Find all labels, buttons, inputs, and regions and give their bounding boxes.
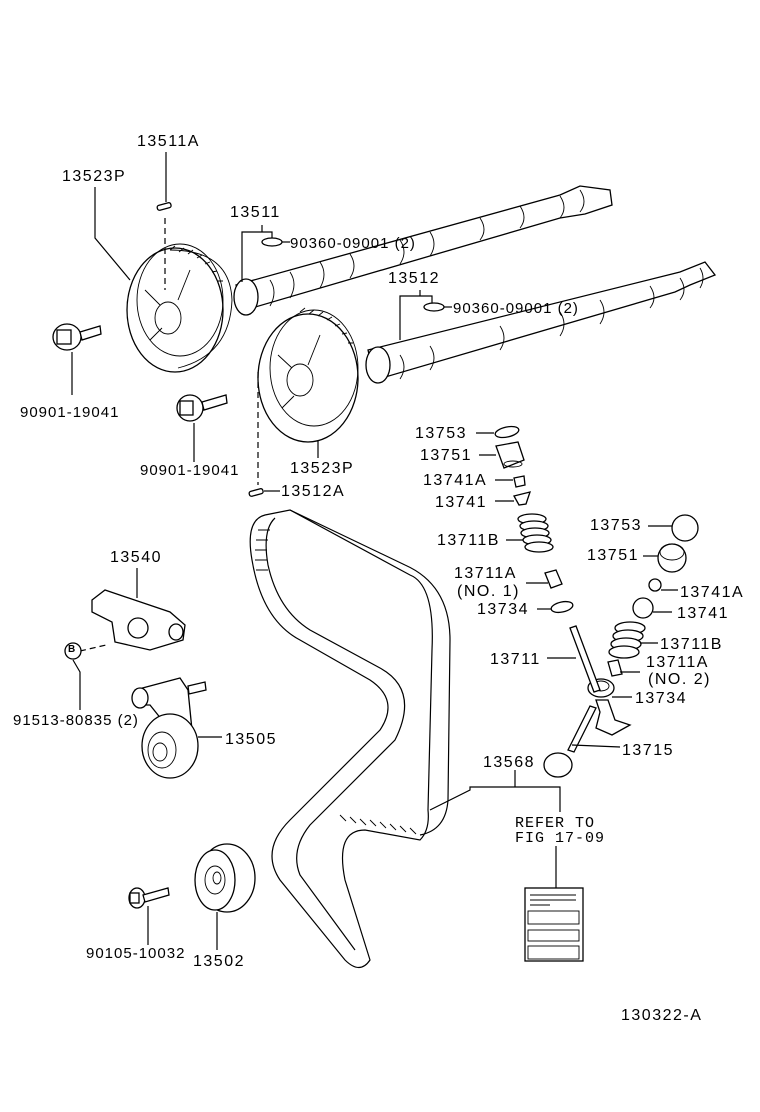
label-91513-80835[interactable]: 91513-80835 (2) <box>13 712 139 729</box>
cam-pulley-upper[interactable] <box>126 243 233 373</box>
label-13715[interactable]: 13715 <box>622 742 674 759</box>
shim-13753-a <box>494 425 520 439</box>
figure-code: 130322-A <box>621 1007 703 1024</box>
label-13741A-b[interactable]: 13741A <box>680 584 745 601</box>
valve-13715[interactable] <box>543 705 597 778</box>
pin-13512A <box>248 488 264 497</box>
label-90105-10032[interactable]: 90105-10032 <box>86 945 186 962</box>
label-13711A-no2[interactable]: 13711A <box>646 654 709 671</box>
label-13753-a[interactable]: 13753 <box>415 425 467 442</box>
label-13711A-no1-note: (NO. 1) <box>457 583 520 600</box>
label-13711[interactable]: 13711 <box>490 651 541 668</box>
tensioner-13540[interactable] <box>91 589 186 651</box>
label-13512A[interactable]: 13512A <box>281 483 346 500</box>
spring-13711B-a[interactable] <box>517 513 554 553</box>
label-13753-b[interactable]: 13753 <box>590 517 642 534</box>
retainer-13741-a <box>513 491 531 506</box>
label-13711A-no1[interactable]: 13711A <box>454 565 517 582</box>
label-13523P-upper[interactable]: 13523P <box>62 168 127 185</box>
label-13512[interactable]: 13512 <box>388 270 440 287</box>
label-13734-a[interactable]: 13734 <box>477 601 529 618</box>
timing-belt-13568[interactable] <box>249 509 451 969</box>
label-13568[interactable]: 13568 <box>483 754 535 771</box>
camshaft-13512[interactable] <box>365 261 717 384</box>
label-13505[interactable]: 13505 <box>225 731 277 748</box>
retainer-13741-b <box>632 597 654 619</box>
bolt-90901-left[interactable] <box>52 323 102 351</box>
label-13511[interactable]: 13511 <box>230 204 281 221</box>
label-13741A-a[interactable]: 13741A <box>423 472 488 489</box>
label-13523P-lower[interactable]: 13523P <box>290 460 355 477</box>
seat-13734-a <box>550 600 574 614</box>
lifter-13751-b[interactable] <box>657 543 687 573</box>
seal-13711A-no2 <box>607 659 623 677</box>
label-13711B-b[interactable]: 13711B <box>660 636 723 653</box>
reference-note-line1: REFER TO <box>515 815 596 832</box>
plug-90360-bot <box>423 302 445 312</box>
marker-b <box>64 642 82 660</box>
label-13741-a[interactable]: 13741 <box>435 494 487 511</box>
idler-13505[interactable] <box>131 677 207 779</box>
label-13502[interactable]: 13502 <box>193 953 245 970</box>
label-90360-09001-lower[interactable]: 90360-09001 (2) <box>453 300 579 317</box>
label-13711B-a[interactable]: 13711B <box>437 532 500 549</box>
plug-90360-top <box>261 237 283 247</box>
label-13511A[interactable]: 13511A <box>137 133 200 150</box>
reference-note-line2: FIG 17-09 <box>515 830 606 847</box>
camshaft-13511[interactable] <box>233 185 613 316</box>
reference-document-icon[interactable] <box>524 887 584 962</box>
shim-13753-b <box>671 514 699 542</box>
label-13751-a[interactable]: 13751 <box>420 447 472 464</box>
seal-13711A-no1 <box>544 569 563 589</box>
cam-pulley-lower[interactable] <box>257 307 359 443</box>
pin-13511A <box>156 202 172 211</box>
label-90901-19041-mid[interactable]: 90901-19041 <box>140 462 240 479</box>
valve-13711[interactable] <box>569 625 632 736</box>
marker-b-letter: B <box>68 644 76 655</box>
label-13711A-no2-note: (NO. 2) <box>648 671 711 688</box>
keeper-13741A-b <box>648 578 662 592</box>
label-90360-09001-upper[interactable]: 90360-09001 (2) <box>290 235 416 252</box>
label-13540[interactable]: 13540 <box>110 549 162 566</box>
bolt-90901-mid[interactable] <box>176 394 228 422</box>
label-90901-19041-left[interactable]: 90901-19041 <box>20 404 120 421</box>
lifter-13751-a[interactable] <box>495 441 525 469</box>
label-13734-b[interactable]: 13734 <box>635 690 687 707</box>
keeper-13741A-a <box>513 475 526 488</box>
bolt-90105[interactable] <box>128 887 170 909</box>
idler-13502[interactable] <box>194 843 256 913</box>
spring-13711B-b[interactable] <box>608 621 646 659</box>
label-13751-b[interactable]: 13751 <box>587 547 639 564</box>
label-13741-b[interactable]: 13741 <box>677 605 729 622</box>
